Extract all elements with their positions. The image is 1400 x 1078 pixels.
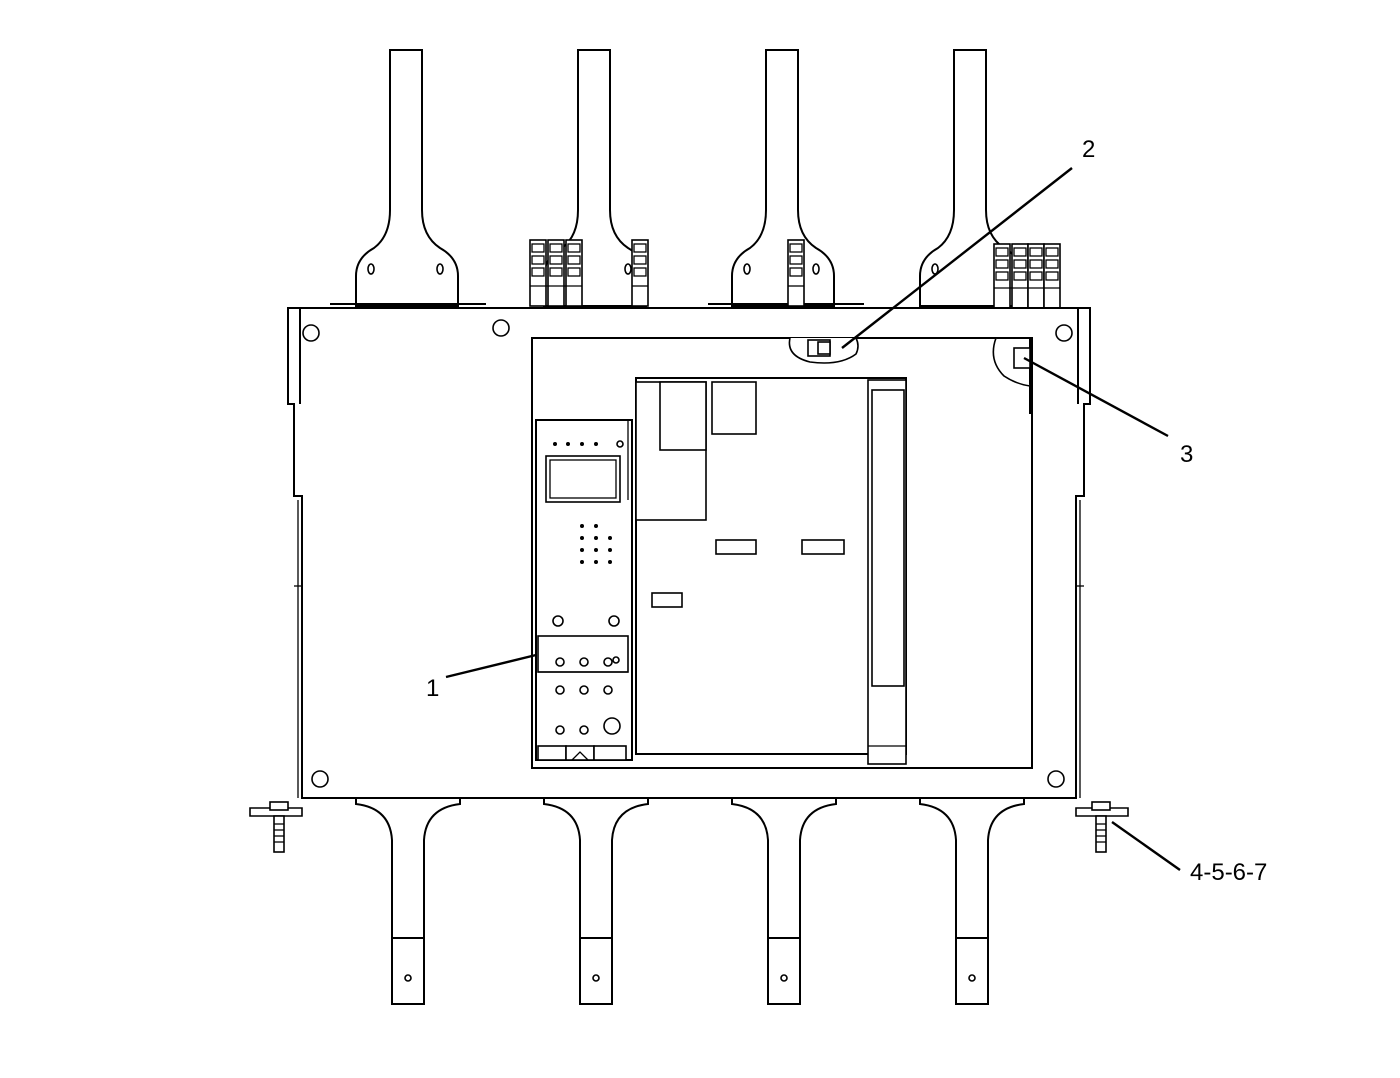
leader-4 xyxy=(1111,821,1181,871)
detail-circle-3 xyxy=(992,337,1031,387)
terminal-block-single-left xyxy=(631,239,649,307)
bottom-busbar-3 xyxy=(731,795,837,1005)
terminal-block-group-left xyxy=(529,239,583,307)
top-busbars xyxy=(330,49,1023,307)
leader-3 xyxy=(1023,356,1169,438)
trip-unit xyxy=(535,419,633,761)
leader-2 xyxy=(841,167,1073,349)
housing-screw-bottom-right xyxy=(1047,770,1065,788)
callout-2: 2 xyxy=(1082,136,1095,163)
housing-screw-top-mid xyxy=(492,319,510,337)
terminal-blocks xyxy=(529,239,1061,309)
bottom-busbar-2 xyxy=(543,795,649,1005)
top-busbar-1 xyxy=(355,49,459,307)
housing-screw-top-right xyxy=(1055,324,1073,342)
trip-unit-keypad xyxy=(580,524,612,564)
mechanism-panel xyxy=(635,377,907,765)
leader-1 xyxy=(445,653,537,679)
trip-unit-display xyxy=(545,455,621,503)
callout-3: 3 xyxy=(1180,441,1193,468)
leader-lines xyxy=(445,167,1181,871)
bottom-busbar-4 xyxy=(919,795,1025,1005)
callout-1: 1 xyxy=(426,675,439,702)
callout-labels: 1 2 3 4-5-6-7 xyxy=(426,136,1267,886)
housing-screw-bottom-left xyxy=(311,770,329,788)
mounting-brackets xyxy=(249,801,1129,853)
mounting-bracket-left xyxy=(249,801,303,853)
bottom-busbar-1 xyxy=(355,795,461,1005)
callout-4-5-6-7: 4-5-6-7 xyxy=(1190,859,1267,886)
mounting-bracket-right xyxy=(1075,801,1129,853)
top-busbar-3 xyxy=(731,49,835,307)
terminal-block-single-middle xyxy=(787,239,805,307)
housing-screw-top-left xyxy=(302,324,320,342)
terminal-block-group-right xyxy=(993,243,1061,309)
bottom-busbars xyxy=(355,795,1025,1005)
